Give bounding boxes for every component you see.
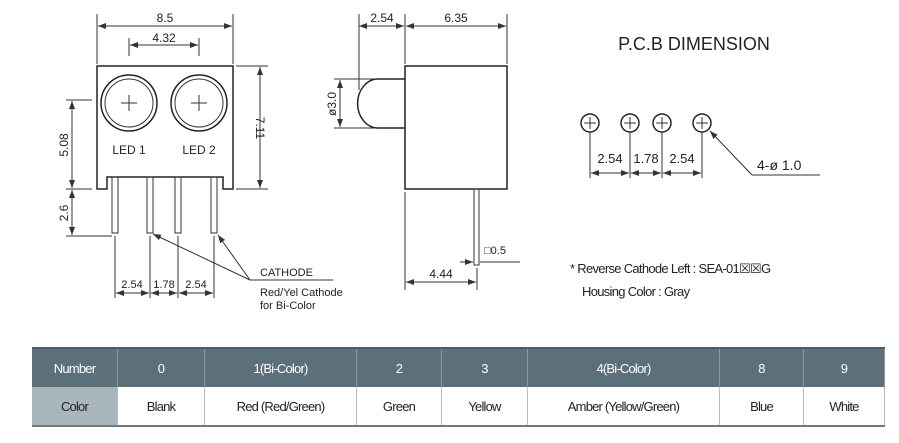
dim-height: 7.11 xyxy=(253,117,267,140)
color-code-table: Number 0 1(Bi-Color) 2 3 4(Bi-Color) 8 9… xyxy=(32,347,885,427)
dim-body: 6.35 xyxy=(444,11,468,25)
number-header: Number xyxy=(32,347,118,387)
cell-color: Yellow xyxy=(441,387,528,427)
side-view: 2.54 6.35 ø3.0 □0.5 4.44 xyxy=(325,11,520,290)
dim-led-pitch: 4.32 xyxy=(152,31,176,45)
dim-led-height: 5.08 xyxy=(57,133,71,157)
pcb-dim-3: 2.54 xyxy=(669,151,694,166)
cell-number: 9 xyxy=(803,347,885,387)
cell-color: White xyxy=(803,387,885,427)
hole-label: 4-ø 1.0 xyxy=(757,157,802,173)
cathode-note-1: Red/Yel Cathode xyxy=(260,287,343,299)
dim-pin-pitch-1: 2.54 xyxy=(121,279,142,291)
color-header: Color xyxy=(32,387,118,427)
side-body xyxy=(404,65,508,190)
dim-pin-pitch-2: 1.78 xyxy=(153,279,174,291)
dim-dome: 2.54 xyxy=(370,11,394,25)
cell-color: Green xyxy=(356,387,442,427)
table-row-number: Number 0 1(Bi-Color) 2 3 4(Bi-Color) 8 9 xyxy=(32,347,885,387)
dim-pin-offset: 4.44 xyxy=(429,267,453,281)
led2-lens xyxy=(170,74,228,132)
dim-pin: □0.5 xyxy=(484,245,506,257)
table-row-color: Color Blank Red (Red/Green) Green Yellow… xyxy=(32,387,885,427)
cell-number: 0 xyxy=(117,347,205,387)
cell-color: Red (Red/Green) xyxy=(204,387,357,427)
cell-number: 8 xyxy=(719,347,804,387)
led2-label: LED 2 xyxy=(182,143,216,157)
cathode-note-2: for Bi-Color xyxy=(260,300,316,312)
dim-width: 8.5 xyxy=(157,11,174,25)
cell-color: Blank xyxy=(117,387,205,427)
note-reverse-cathode: * Reverse Cathode Left : SEA-01☒☒G xyxy=(570,261,771,276)
front-view: LED 1 LED 2 8.5 4.32 7.11 5.08 2.6 2.54 … xyxy=(57,11,343,312)
cell-number: 2 xyxy=(356,347,442,387)
cell-color: Blue xyxy=(719,387,804,427)
cell-number: 4(Bi-Color) xyxy=(527,347,720,387)
dim-pin-length: 2.6 xyxy=(57,204,71,221)
front-body xyxy=(96,65,234,190)
pins xyxy=(111,176,218,234)
led1-lens xyxy=(100,74,158,132)
pcb-dim-2: 1.78 xyxy=(633,151,658,166)
side-pin xyxy=(473,188,480,266)
note-housing-color: Housing Color : Gray xyxy=(582,284,691,299)
pcb-title: P.C.B DIMENSION xyxy=(618,34,770,54)
dim-pin-pitch-3: 2.54 xyxy=(185,279,206,291)
cell-number: 1(Bi-Color) xyxy=(204,347,357,387)
cathode-label: CATHODE xyxy=(260,267,313,279)
led-dome xyxy=(356,78,405,129)
cathode-leader xyxy=(152,233,251,281)
cell-number: 3 xyxy=(441,347,528,387)
led1-label: LED 1 xyxy=(112,143,146,157)
pcb-dim-1: 2.54 xyxy=(597,151,622,166)
dim-diameter: ø3.0 xyxy=(325,92,339,116)
pcb-dimension: P.C.B DIMENSION 2.54 1.78 2.54 4-ø 1.0 xyxy=(580,34,820,178)
cell-color: Amber (Yellow/Green) xyxy=(527,387,720,427)
